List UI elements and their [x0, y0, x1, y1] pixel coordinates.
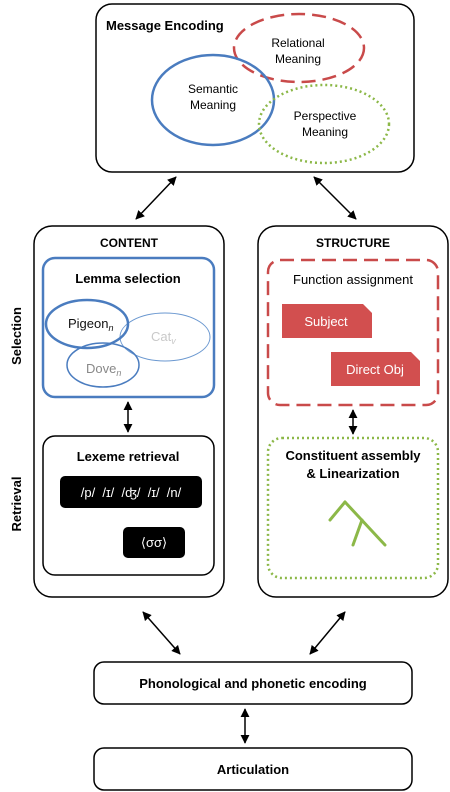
direct-obj-tag [331, 352, 420, 386]
phoneme-chip [60, 476, 202, 508]
subject-tag [282, 304, 372, 338]
function-assignment-title: Function assignment [293, 272, 413, 287]
selection-side-label: Selection [9, 307, 24, 365]
structure-phonological-arrow [309, 611, 346, 655]
content-title: CONTENT [100, 236, 159, 250]
dove-label: Doven [86, 361, 121, 378]
syntax-tree-icon [328, 500, 387, 547]
articulation-label: Articulation [217, 762, 289, 777]
relational-meaning-line1: Relational [271, 36, 324, 50]
phoneme-text: /p/ /ɪ/ /ʤ/ /ɪ/ /n/ [81, 485, 182, 500]
phonological-label: Phonological and phonetic encoding [139, 676, 367, 691]
relational-meaning-line2: Meaning [275, 52, 321, 66]
perspective-meaning-line2: Meaning [302, 125, 348, 139]
lemma-selection-title: Lemma selection [75, 271, 181, 286]
semantic-meaning-line2: Meaning [190, 98, 236, 112]
message-structure-arrow [313, 176, 357, 220]
phonological-box [93, 661, 413, 705]
pigeon-label: Pigeonn [68, 316, 114, 333]
direct-obj-label: Direct Obj [346, 362, 404, 377]
cat-label: Catv [151, 329, 176, 346]
perspective-meaning-line1: Perspective [294, 109, 357, 123]
retrieval-side-label: Retrieval [9, 477, 24, 532]
relational-meaning-ellipse [232, 12, 366, 84]
perspective-meaning-ellipse [257, 83, 391, 165]
syllable-text: ⟨σσ⟩ [141, 535, 167, 550]
cat-word: Cat [151, 329, 172, 344]
lexeme-retrieval-title: Lexeme retrieval [77, 449, 180, 464]
constituent-title-line1: Constituent assembly [285, 448, 421, 463]
constituent-assembly-box [266, 436, 440, 580]
cat-subscript: v [171, 336, 176, 346]
structure-title: STRUCTURE [316, 236, 390, 250]
semantic-meaning-line1: Semantic [188, 82, 238, 96]
articulation-box [93, 747, 413, 791]
pigeon-ellipse [44, 298, 130, 350]
syllable-chip [123, 527, 185, 558]
message-encoding-box [95, 3, 415, 173]
message-encoding-title: Message Encoding [106, 18, 224, 33]
pigeon-subscript: n [108, 323, 113, 333]
subject-label: Subject [304, 314, 348, 329]
constituent-title-line2: & Linearization [306, 466, 399, 481]
dove-ellipse [66, 342, 140, 388]
message-content-arrow [135, 176, 177, 220]
pigeon-word: Pigeon [68, 316, 108, 331]
content-phonological-arrow [142, 611, 181, 655]
dove-subscript: n [116, 368, 121, 378]
dove-word: Dove [86, 361, 116, 376]
